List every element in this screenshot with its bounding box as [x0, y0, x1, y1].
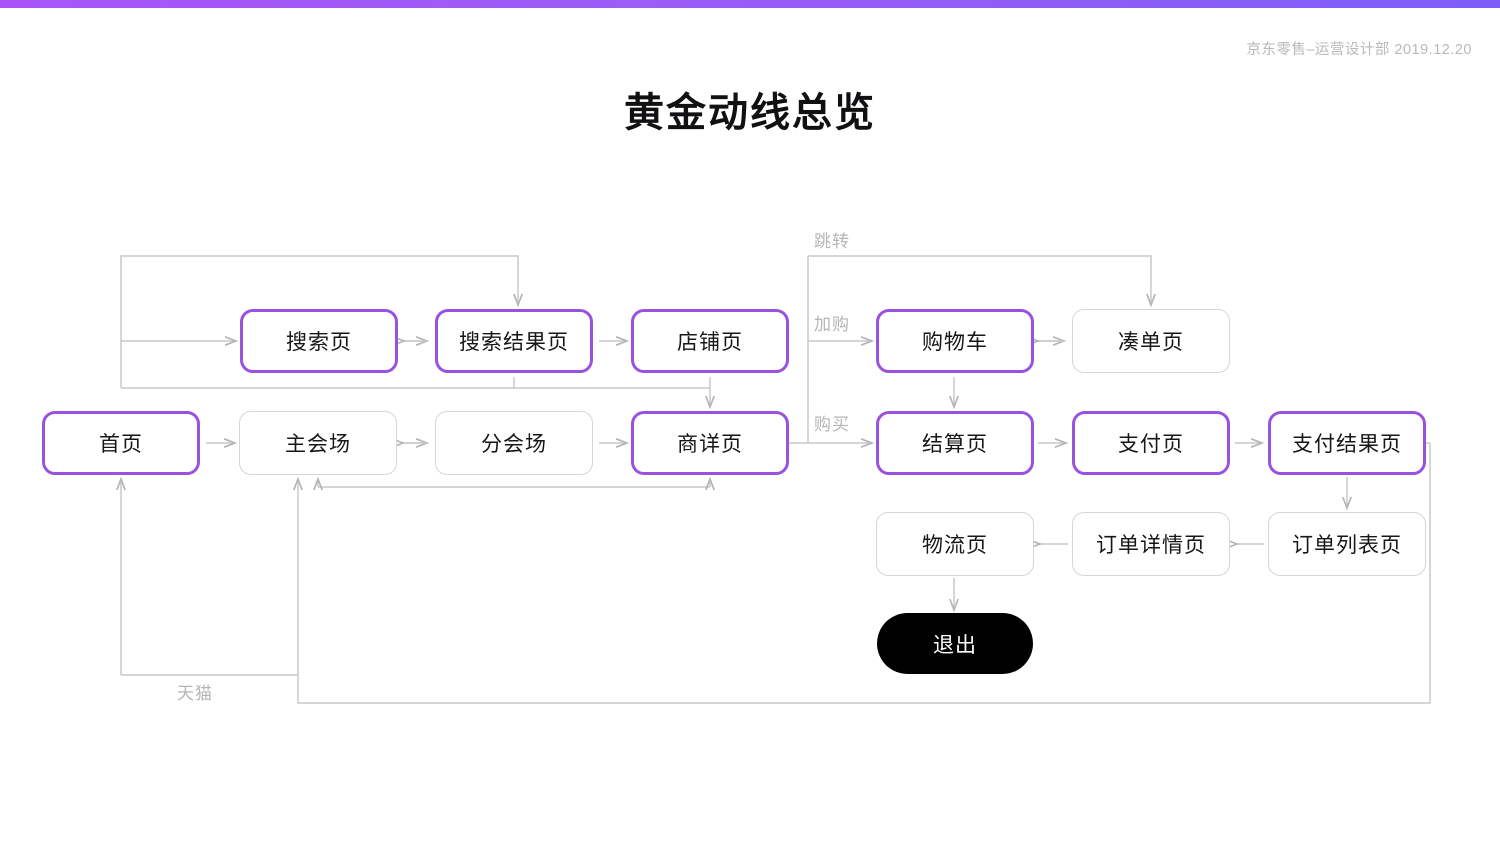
flow-node-main-venue[interactable]: 主会场 — [239, 411, 397, 475]
top-gradient-bar — [0, 0, 1500, 8]
flow-node-payment-result[interactable]: 支付结果页 — [1268, 411, 1426, 475]
flow-node-shop[interactable]: 店铺页 — [631, 309, 789, 373]
flow-node-checkout[interactable]: 结算页 — [876, 411, 1034, 475]
flow-node-logistics[interactable]: 物流页 — [876, 512, 1034, 576]
flow-node-order-list[interactable]: 订单列表页 — [1268, 512, 1426, 576]
flow-node-bundle[interactable]: 凑单页 — [1072, 309, 1230, 373]
flow-node-search[interactable]: 搜索页 — [240, 309, 398, 373]
edge-label-purchase: 购买 — [814, 415, 850, 434]
flow-node-sub-venue[interactable]: 分会场 — [435, 411, 593, 475]
flow-node-home[interactable]: 首页 — [42, 411, 200, 475]
edge-label-add-to-cart: 加购 — [814, 315, 850, 334]
flow-node-search-results[interactable]: 搜索结果页 — [435, 309, 593, 373]
flow-node-payment[interactable]: 支付页 — [1072, 411, 1230, 475]
flow-node-product-detail[interactable]: 商详页 — [631, 411, 789, 475]
flow-node-order-detail[interactable]: 订单详情页 — [1072, 512, 1230, 576]
flow-node-exit[interactable]: 退出 — [877, 613, 1033, 674]
page-title: 黄金动线总览 — [624, 91, 876, 135]
slide-meta-line: 京东零售–运营设计部 2019.12.20 — [1246, 42, 1472, 58]
edge-label-jump: 跳转 — [814, 232, 850, 251]
edge-label-tmall: 天猫 — [177, 684, 213, 703]
flow-node-cart[interactable]: 购物车 — [876, 309, 1034, 373]
